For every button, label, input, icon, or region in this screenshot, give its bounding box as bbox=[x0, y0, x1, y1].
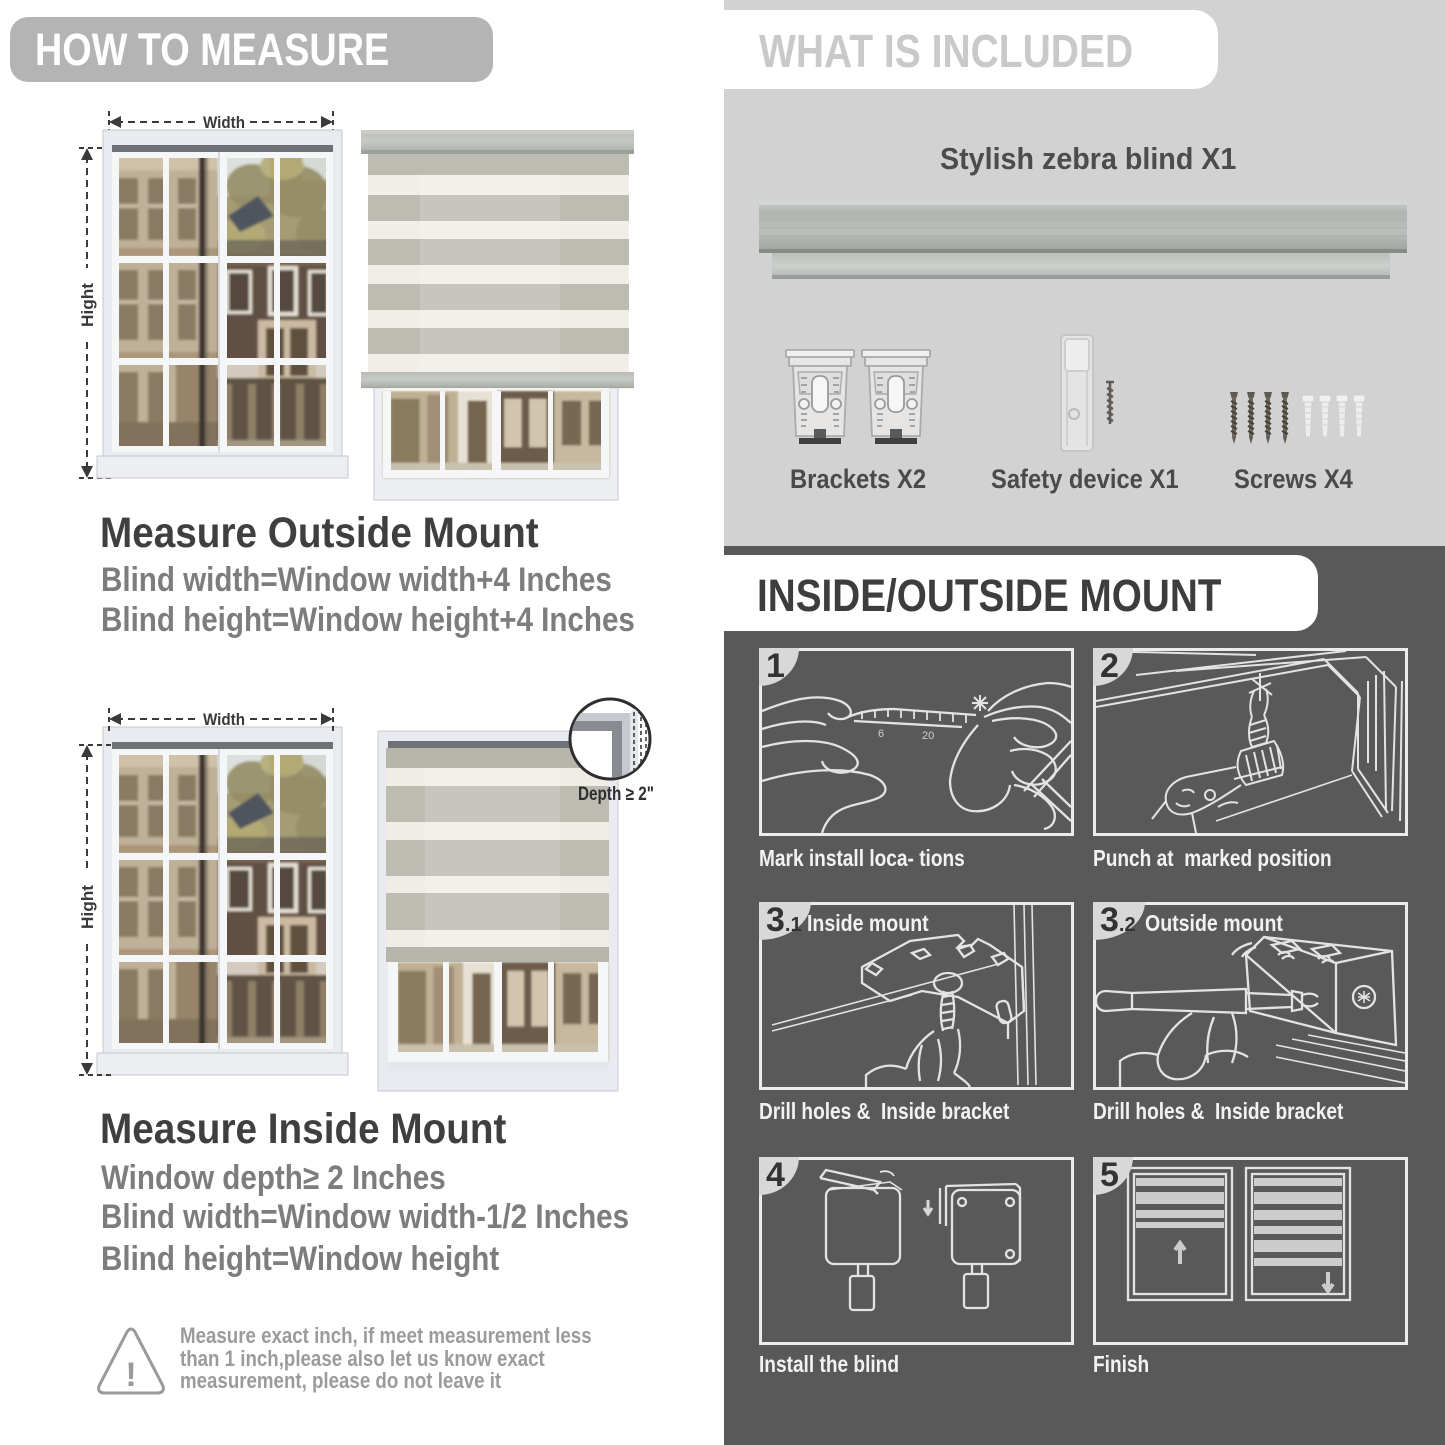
svg-text:Depth ≥ 2": Depth ≥ 2" bbox=[578, 784, 654, 805]
svg-text:!: ! bbox=[125, 1356, 136, 1394]
svg-text:20: 20 bbox=[922, 730, 934, 742]
svg-text:Width: Width bbox=[203, 113, 245, 132]
svg-text:Hight: Hight bbox=[78, 885, 97, 929]
svg-text:Width: Width bbox=[203, 710, 245, 729]
svg-text:Hight: Hight bbox=[78, 283, 97, 327]
svg-text:6: 6 bbox=[878, 728, 884, 740]
